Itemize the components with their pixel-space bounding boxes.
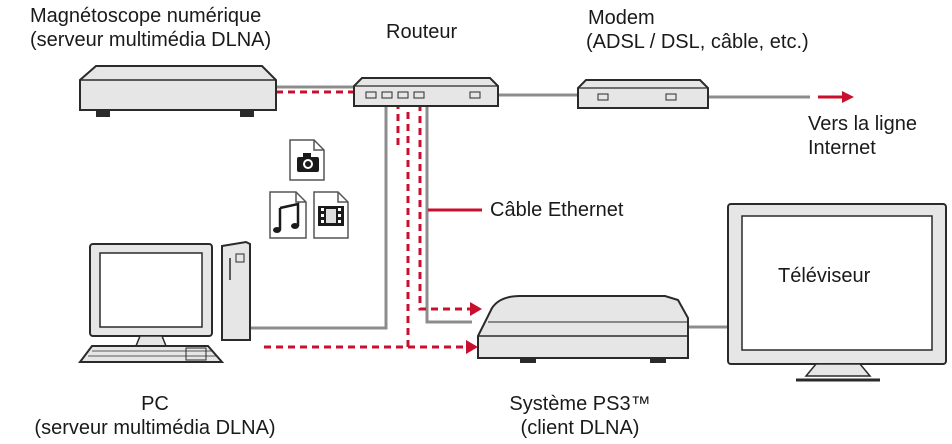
pc-label: PC (serveur multimédia DLNA) bbox=[0, 392, 310, 440]
dvr-device bbox=[79, 65, 277, 117]
dvr-label: Magnétoscope numérique (serveur multiméd… bbox=[30, 4, 271, 52]
ps3-label: Système PS3™ (client DLNA) bbox=[470, 392, 690, 440]
cable-router-pc bbox=[236, 104, 388, 330]
tv-device bbox=[727, 203, 947, 382]
flow-arrowheads bbox=[466, 91, 854, 354]
ethernet-cable-label: Câble Ethernet bbox=[490, 199, 624, 221]
router-label: Routeur bbox=[386, 21, 458, 43]
dvr-label-line2: (serveur multimédia DLNA) bbox=[30, 29, 272, 51]
camera-icon bbox=[289, 139, 325, 181]
modem-device bbox=[577, 79, 709, 109]
music-icon bbox=[269, 191, 307, 239]
flow-router-ps3 bbox=[418, 104, 470, 311]
film-icon bbox=[313, 191, 349, 239]
tv-label: Téléviseur bbox=[778, 265, 871, 287]
internet-label-line2: Internet bbox=[808, 137, 876, 159]
internet-label-line1: Vers la ligne bbox=[808, 113, 917, 135]
arrowhead-ps3-upper bbox=[470, 302, 482, 316]
cable-router-ps3 bbox=[425, 104, 472, 324]
arrowhead-internet bbox=[842, 91, 854, 103]
ps3-label-line1: Système PS3™ bbox=[509, 393, 651, 415]
pc-label-line1: PC bbox=[141, 393, 169, 415]
pc-device bbox=[78, 240, 251, 363]
internet-label: Vers la ligne Internet bbox=[808, 112, 917, 160]
pc-label-line2: (serveur multimédia DLNA) bbox=[34, 417, 276, 439]
ps3-label-line2: (client DLNA) bbox=[520, 417, 640, 439]
modem-label-line1: Modem bbox=[588, 7, 655, 29]
router-device bbox=[353, 77, 499, 107]
ps3-device bbox=[477, 295, 689, 363]
ethernet-cables bbox=[236, 85, 810, 330]
modem-label-line2: (ADSL / DSL, câble, etc.) bbox=[586, 31, 809, 53]
dvr-label-line1: Magnétoscope numérique bbox=[30, 5, 262, 27]
modem-label: Modem (ADSL / DSL, câble, etc.) bbox=[586, 6, 848, 54]
arrowhead-ps3-lower bbox=[466, 340, 478, 354]
